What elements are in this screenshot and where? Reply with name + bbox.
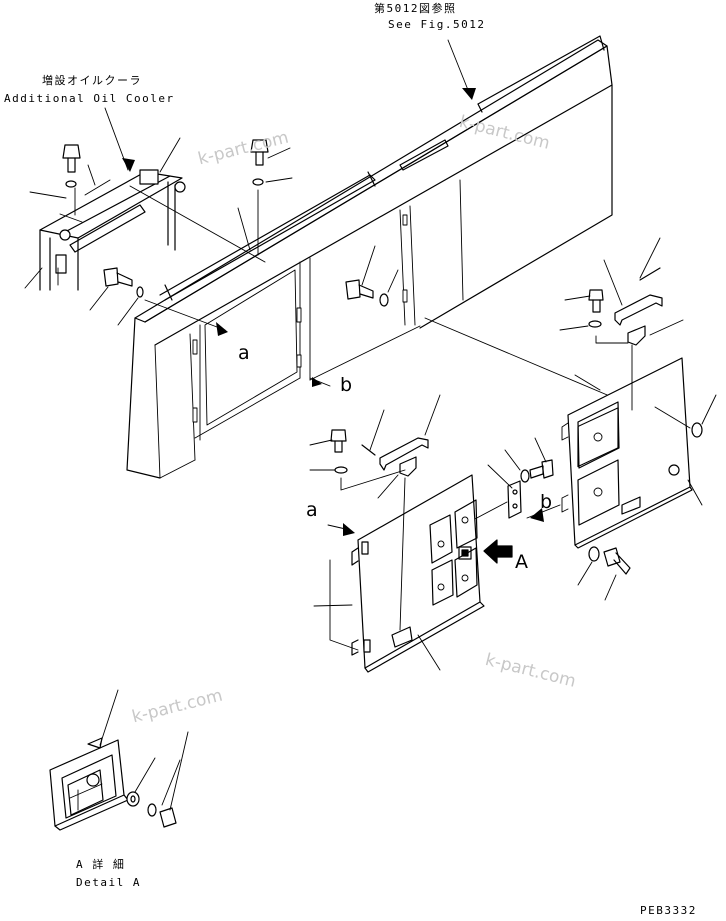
hinge-bracket <box>487 437 631 601</box>
left-access-door <box>313 474 485 673</box>
ref-figure-jp: 第5012図参照 <box>374 2 457 15</box>
arrowheads <box>122 88 544 564</box>
bolt-washer-set-upper <box>24 137 399 326</box>
handle-set-right <box>559 237 684 411</box>
callout-b-housing: b <box>340 374 353 396</box>
drawing-number: PEB3332 <box>640 904 697 917</box>
main-housing-panel <box>126 35 613 479</box>
oil-cooler-assembly <box>39 169 186 291</box>
handle-set-center <box>309 394 441 631</box>
detail-a-label-jp: A 詳 細 <box>76 858 126 871</box>
callout-view-a: A <box>515 551 528 573</box>
detail-a-switch <box>49 689 189 831</box>
callout-a-housing: a <box>238 342 250 364</box>
oil-cooler-label-jp: 増設オイルクーラ <box>42 74 142 87</box>
oil-cooler-label-en: Additional Oil Cooler <box>4 92 175 105</box>
callout-b-door: b <box>540 491 553 513</box>
callout-a-door: a <box>306 499 318 521</box>
ref-figure-en: See Fig.5012 <box>388 18 486 31</box>
right-access-door <box>561 357 717 549</box>
detail-a-label-en: Detail A <box>76 876 141 889</box>
